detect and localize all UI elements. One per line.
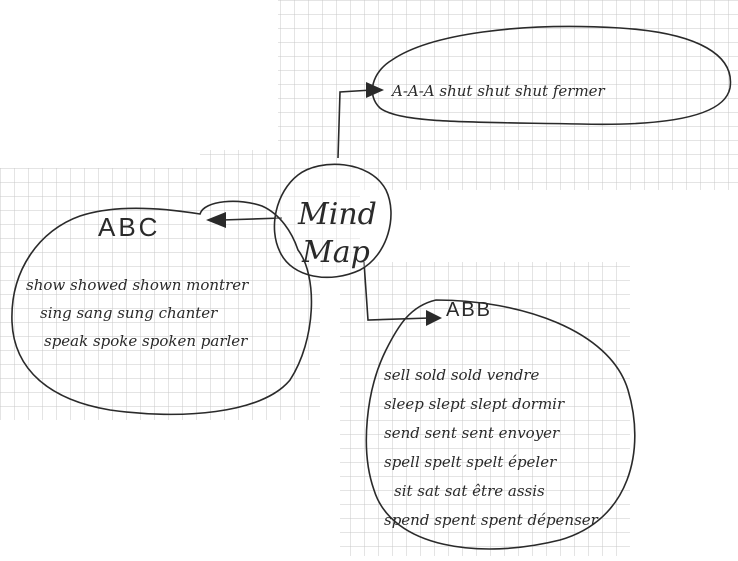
- abb-line-6: spend spent spent dépenser: [384, 511, 599, 529]
- abc-line-2: sing sang sung chanter: [40, 304, 218, 322]
- abc-line-1: show showed shown montrer: [26, 276, 249, 294]
- arrowheads: [206, 82, 442, 326]
- abb-line-5: sit sat sat être assis: [394, 482, 545, 500]
- aaa-bubble: [371, 25, 732, 126]
- abb-heading: ABB: [446, 299, 492, 321]
- arrowhead-abc: [206, 212, 226, 228]
- center-bubble: [273, 163, 392, 279]
- abb-line-2: sleep slept slept dormir: [384, 395, 565, 413]
- abc-heading: ABC: [98, 212, 160, 242]
- center-title-line1: Mind: [297, 197, 377, 232]
- abc-line-3: speak spoke spoken parler: [44, 332, 248, 350]
- arrowhead-abb: [426, 310, 442, 326]
- abc-bubble: [11, 200, 313, 416]
- center-title-line2: Map: [301, 235, 370, 270]
- abb-line-3: send sent sent envoyer: [384, 424, 560, 442]
- connector-to-abb: [363, 261, 431, 321]
- connectors: [221, 89, 431, 321]
- arrowhead-aaa: [366, 82, 384, 98]
- abb-bubble: [365, 299, 636, 550]
- connector-to-abc: [221, 217, 283, 221]
- abb-line-1: sell sold sold vendre: [384, 366, 540, 384]
- aaa-line: A-A-A shut shut shut fermer: [390, 82, 606, 100]
- abb-line-4: spell spelt spelt épeler: [384, 453, 557, 471]
- connector-to-aaa: [337, 89, 373, 159]
